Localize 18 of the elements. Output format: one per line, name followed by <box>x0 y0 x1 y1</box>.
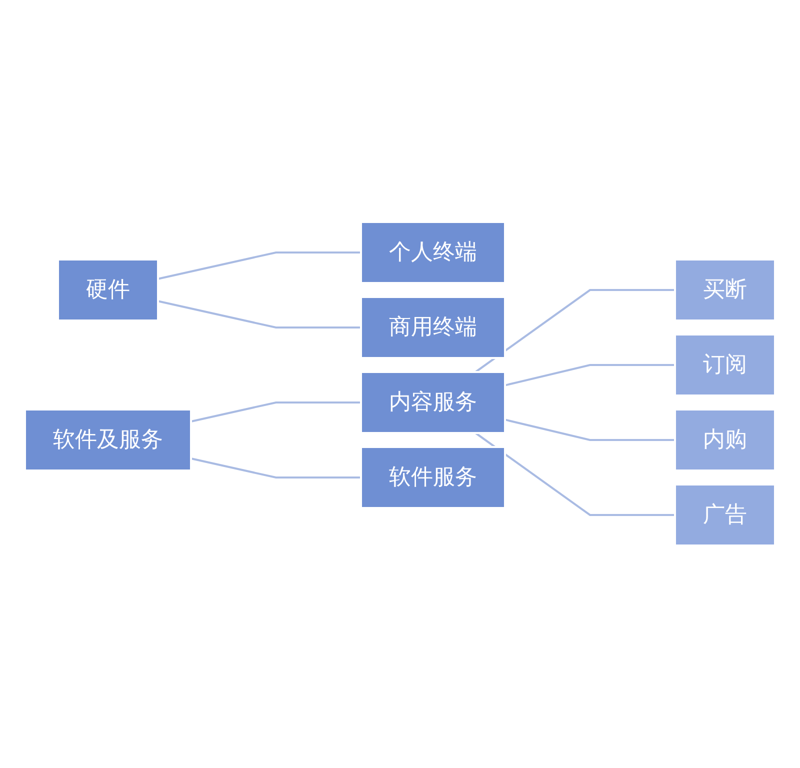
node-box: 商用终端 <box>360 296 506 360</box>
node-box: 广告 <box>674 484 776 547</box>
node-box: 订阅 <box>674 334 776 397</box>
connector <box>158 300 361 329</box>
node-box: 硬件 <box>57 258 159 322</box>
node-box: 内购 <box>674 408 776 472</box>
connector <box>190 402 361 423</box>
node-box: 买断 <box>674 258 776 322</box>
connector <box>504 418 675 442</box>
node-box: 个人终端 <box>360 221 506 284</box>
connector <box>474 432 675 516</box>
node-box: 内容服务 <box>360 371 506 434</box>
node-box: 软件及服务 <box>24 408 192 472</box>
connector <box>474 289 675 374</box>
connector <box>190 458 361 479</box>
connector <box>504 364 675 387</box>
node-box: 软件服务 <box>360 446 506 510</box>
connector <box>158 252 361 280</box>
